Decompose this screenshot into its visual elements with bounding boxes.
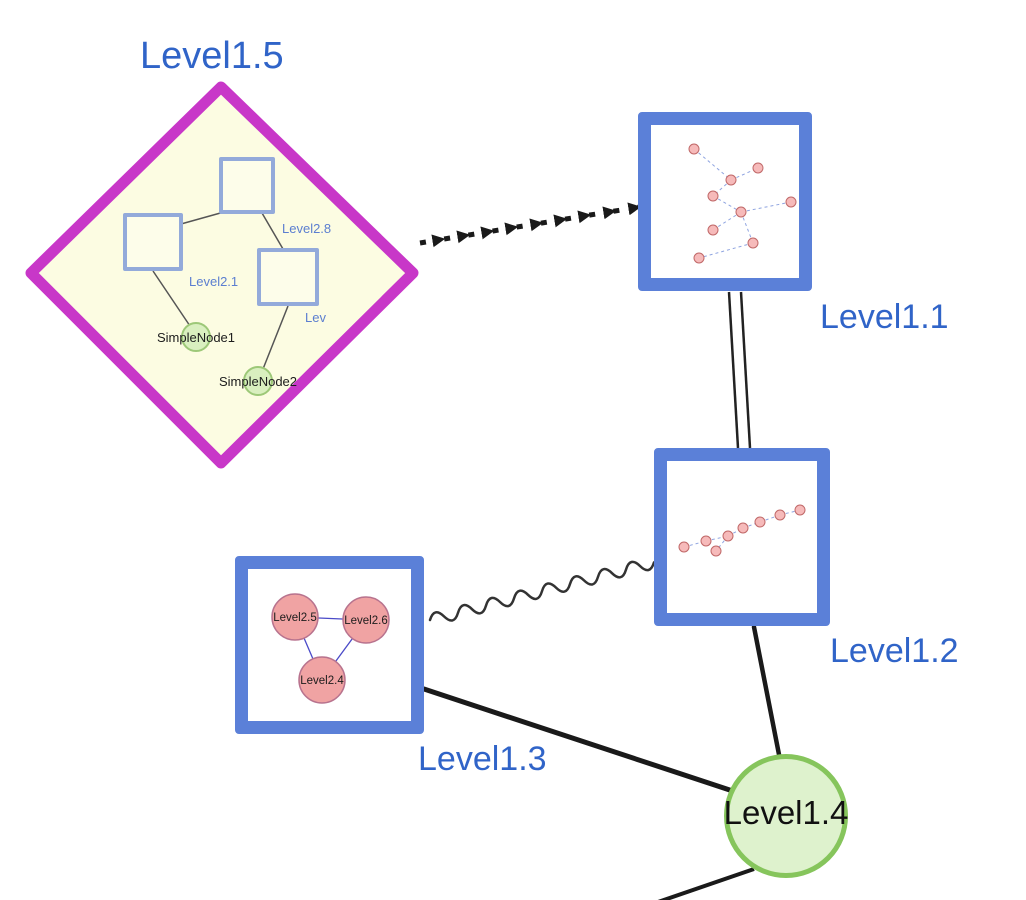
mini-node (710, 545, 722, 557)
mini-node (707, 224, 719, 236)
level15-inner-edges (152, 211, 289, 370)
mini-node (752, 162, 764, 174)
level13-square-node[interactable]: Level2.5 Level2.6 Level2.4 (235, 556, 424, 734)
level11-subgraph-edges (693, 148, 792, 259)
level12-subgraph-nodes (678, 504, 806, 557)
level13-subgraph-nodes: Level2.5 Level2.6 Level2.4 (271, 593, 390, 704)
level2-4-label: Level2.4 (300, 675, 344, 687)
level14-circle-node[interactable] (724, 754, 848, 878)
double-line-right (739, 291, 752, 449)
level2-5-circle-node[interactable] (271, 593, 319, 641)
edge-level13-level14 (421, 686, 763, 803)
simplenode2-label: SimpleNode2 (218, 374, 298, 389)
mini-node (785, 196, 797, 208)
edge-sq21-simplenode1 (152, 270, 191, 327)
level2-4-circle-node[interactable] (298, 656, 346, 704)
mini-node (747, 237, 759, 249)
mini-node (794, 504, 806, 516)
edge-level15-level11-dashed-arrow (419, 202, 642, 248)
level2-lev-label: Lev (305, 310, 326, 325)
level11-square-node[interactable] (638, 112, 812, 291)
edge-sq28-sq-lev (261, 212, 284, 250)
mini-node (735, 206, 747, 218)
level2-8-square-node[interactable] (219, 157, 275, 214)
edge-sqlev-simplenode2 (262, 305, 289, 370)
level2-5-label: Level2.5 (273, 612, 316, 624)
mini-node (774, 509, 786, 521)
level11-subgraph (688, 143, 797, 264)
mini-node (693, 252, 705, 264)
edge-level14-offscreen (657, 867, 755, 900)
mini-node (754, 516, 766, 528)
level2-lev-square-node[interactable] (257, 248, 319, 306)
level14-label: Level1.4 (723, 794, 849, 831)
level11-label: Level1.1 (820, 298, 949, 336)
level2-8-label: Level2.8 (282, 221, 332, 236)
level2-1-square-node[interactable] (123, 213, 183, 271)
level12-label: Level1.2 (830, 632, 959, 670)
level12-square-node[interactable] (654, 448, 830, 626)
mini-node (688, 143, 700, 155)
mini-node (737, 522, 749, 534)
double-line-left (727, 291, 740, 449)
level13-subgraph: Level2.5 Level2.6 Level2.4 (271, 593, 390, 704)
simplenode1-circle[interactable] (181, 322, 211, 352)
mini-node (722, 530, 734, 542)
level2-6-label: Level2.6 (344, 615, 387, 627)
level11-subgraph-nodes (688, 143, 797, 264)
level2-6-circle-node[interactable] (342, 596, 390, 644)
edge-level11-level12-double (727, 291, 752, 449)
mini-node (725, 174, 737, 186)
level12-subgraph (678, 504, 806, 557)
edge-sq28-sq21 (180, 211, 225, 225)
level15-diamond-node[interactable] (25, 81, 419, 469)
mini-node (700, 535, 712, 547)
simplenode1-label: SimpleNode1 (156, 330, 236, 345)
edge-level13-level12-wavy (428, 560, 656, 622)
level13-label: Level1.3 (418, 740, 547, 778)
simplenode2-circle[interactable] (243, 366, 273, 396)
mini-node (678, 541, 690, 553)
level15-label: Level1.5 (140, 35, 284, 77)
level2-1-label: Level2.1 (189, 274, 239, 289)
mini-node (707, 190, 719, 202)
